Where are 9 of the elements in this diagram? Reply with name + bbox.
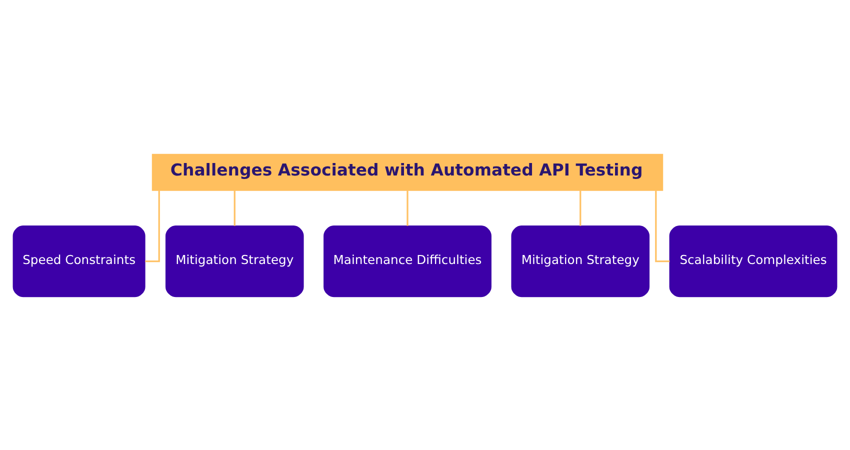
node-box: Maintenance Difficulties (324, 225, 492, 297)
connector (406, 190, 408, 226)
node-box: Scalability Complexities (669, 225, 838, 297)
node-box: Speed Constraints (12, 225, 146, 297)
connector (234, 190, 236, 226)
node-box: Mitigation Strategy (165, 225, 304, 297)
connector (580, 190, 582, 226)
node-box: Challenges Associated with Automated API Testing (152, 153, 664, 190)
node-box: Mitigation Strategy (511, 225, 650, 297)
